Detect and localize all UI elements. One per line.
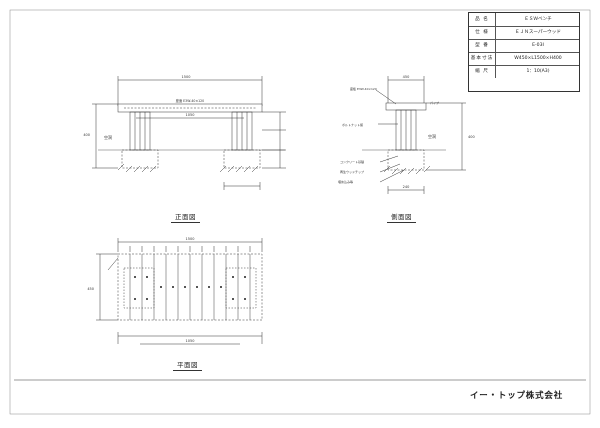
company-name: イー・トップ株式会社	[470, 391, 564, 401]
tb-val-size: W450×L1500×H400	[514, 56, 562, 61]
plan-left-leg	[123, 267, 155, 309]
plan-dim-depth-label: 450	[87, 287, 94, 291]
tb-val-product: ＥＳＷベンチ	[524, 17, 552, 22]
side-dim-height-label: 400	[468, 135, 475, 139]
sheet-frame	[9, 9, 591, 415]
front-dim-height-label: 400	[83, 133, 90, 137]
front-hollow-label: 空洞	[104, 134, 112, 140]
plan-dim-top-label: 1500	[186, 237, 195, 241]
front-view	[92, 76, 286, 190]
plan-bolts	[134, 276, 246, 300]
front-view-caption: 正面図	[171, 210, 200, 223]
side-hollow-label: 空洞	[428, 133, 436, 139]
title-block-row-scale: 縮 尺 1：10(A3)	[469, 65, 579, 78]
tb-val-spec: ＥＪＮスーパーウッド	[515, 30, 561, 35]
front-right-footing	[223, 149, 261, 169]
side-view	[362, 76, 466, 194]
title-block-row-size: 基本寸法 W450×L1500×H400	[469, 52, 579, 66]
side-callout-1: ボルトナット留	[342, 122, 363, 127]
plan-right-leg	[225, 267, 257, 309]
tb-key-model: 型 番	[469, 39, 496, 52]
title-block: 品 名 ＥＳＷベンチ 仕 様 ＥＪＮスーパーウッド 型 番 E-03I 基本寸法…	[468, 12, 580, 92]
tb-key-spec: 仕 様	[469, 26, 496, 39]
tb-key-size: 基本寸法	[469, 52, 496, 65]
side-callout-2: コンクリート基礎	[340, 159, 364, 164]
front-left-footing	[121, 149, 159, 169]
tb-key-product: 品 名	[469, 13, 496, 26]
front-dim-inner-label: 1050	[186, 113, 195, 117]
side-dim-inner-label: 240	[403, 185, 410, 189]
plan-slats	[129, 254, 251, 320]
side-seat	[385, 102, 427, 111]
front-seat	[117, 103, 263, 113]
tb-val-scale: 1：10(A3)	[526, 69, 550, 74]
plan-dim-inner-label: 1050	[186, 339, 195, 343]
tb-key-scale: 縮 尺	[469, 65, 496, 78]
side-view-caption: 側面図	[387, 210, 416, 223]
plan-view	[96, 238, 263, 345]
front-seat-label: 座面 E3W-40×120	[176, 98, 204, 103]
front-dim-top-label: 1500	[182, 75, 191, 79]
title-block-row-product: 品 名 ＥＳＷベンチ	[469, 13, 579, 27]
side-callout-4: 埋め込み等	[338, 179, 353, 184]
plan-view-caption: 平面図	[173, 358, 202, 371]
side-callout-3: 再生ウッドチップ	[340, 169, 364, 174]
side-seat-label: 座板 E3W-40×120	[350, 86, 377, 91]
title-block-row-spec: 仕 様 ＥＪＮスーパーウッド	[469, 26, 579, 40]
side-dim-top-label: 450	[403, 75, 410, 79]
title-block-row-model: 型 番 E-03I	[469, 39, 579, 53]
side-callout-5: パイプ	[430, 100, 439, 105]
side-footing	[387, 149, 425, 171]
tb-val-model: E-03I	[532, 43, 544, 48]
